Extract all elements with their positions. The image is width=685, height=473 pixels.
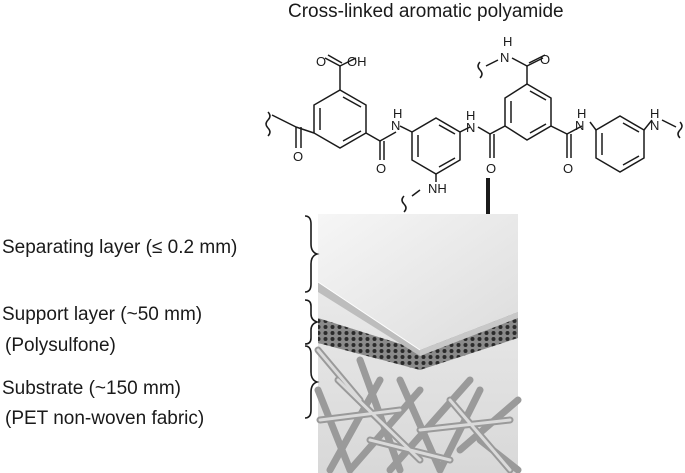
atom-n-top: N bbox=[500, 50, 509, 65]
polyamide-structure bbox=[265, 54, 683, 250]
atom-n-1: N bbox=[391, 118, 400, 133]
brace-separating bbox=[304, 215, 320, 293]
atom-n-2: N bbox=[466, 120, 475, 135]
atom-h-1: H bbox=[393, 106, 402, 121]
atom-oh: OH bbox=[347, 54, 367, 69]
figure-title: Cross-linked aromatic polyamide bbox=[288, 1, 564, 22]
separating-layer-surface bbox=[318, 214, 518, 350]
atom-h-2: H bbox=[466, 108, 475, 123]
substrate-sublabel: (PET non-woven fabric) bbox=[5, 408, 205, 429]
support-layer-label: Support layer (~50 mm) bbox=[2, 304, 203, 325]
atom-o-6: O bbox=[563, 161, 573, 176]
atom-o-1: O bbox=[316, 54, 326, 69]
benzene-ring-4 bbox=[595, 115, 645, 173]
atom-nh: NH bbox=[428, 181, 447, 196]
atom-h-3: H bbox=[577, 106, 586, 121]
benzene-ring-1 bbox=[313, 89, 367, 149]
separating-layer-label: Separating layer (≤ 0.2 mm) bbox=[2, 237, 238, 258]
atom-n-3: N bbox=[575, 118, 584, 133]
support-layer-sublabel: (Polysulfone) bbox=[5, 335, 116, 356]
benzene-ring-3 bbox=[504, 83, 552, 141]
substrate-label: Substrate (~150 mm) bbox=[2, 378, 181, 399]
chain-end-left bbox=[265, 111, 271, 137]
membrane-illustration bbox=[314, 214, 522, 473]
chain-end-right bbox=[677, 121, 683, 139]
atom-o-3: O bbox=[376, 161, 386, 176]
atom-h-4: H bbox=[650, 106, 659, 121]
atom-n-4: N bbox=[650, 118, 659, 133]
polysulfone-layer bbox=[318, 312, 518, 370]
atom-o-5: O bbox=[540, 52, 550, 67]
atom-o-4: O bbox=[486, 161, 496, 176]
atom-h-top: H bbox=[503, 34, 512, 49]
atom-o-2: O bbox=[293, 149, 303, 164]
benzene-ring-2 bbox=[411, 117, 461, 175]
brace-substrate bbox=[304, 345, 320, 419]
brace-support bbox=[304, 299, 320, 345]
